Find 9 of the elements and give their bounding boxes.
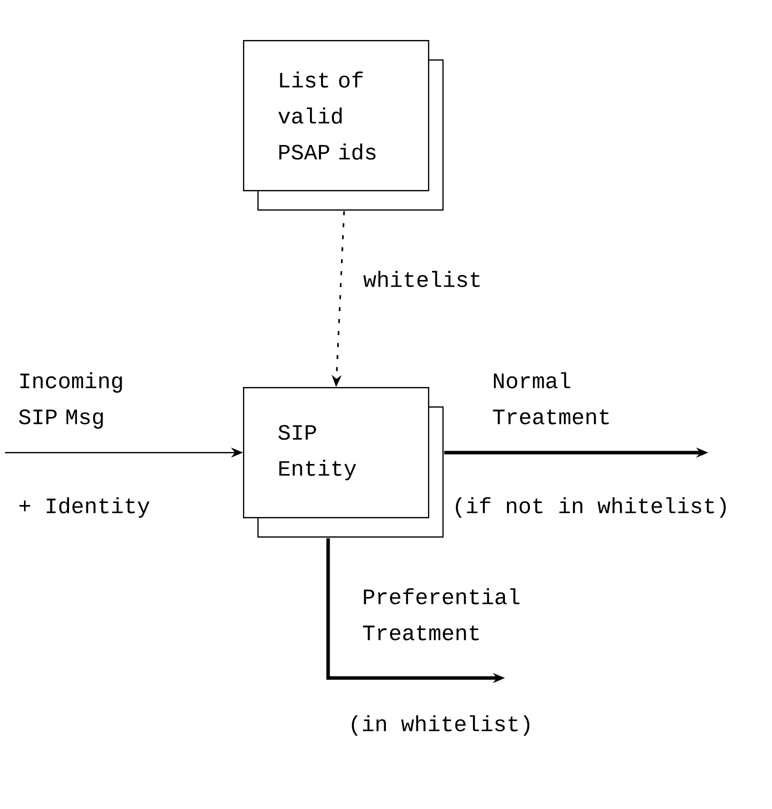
stacked-box: SIP Entity	[243, 387, 444, 538]
text-label: (in whitelist)	[352, 715, 530, 736]
text-label: Preferential Treatment	[363, 588, 520, 640]
text-label: (if not in whitelist)	[456, 497, 726, 518]
text-label: Incoming SIP Msg	[19, 372, 122, 429]
text-label: + Identity	[19, 497, 150, 518]
stacked-box: List of valid PSAP ids	[243, 40, 444, 211]
text-label: Normal Treatment	[493, 372, 609, 424]
edge-label: whitelist	[362, 270, 484, 288]
